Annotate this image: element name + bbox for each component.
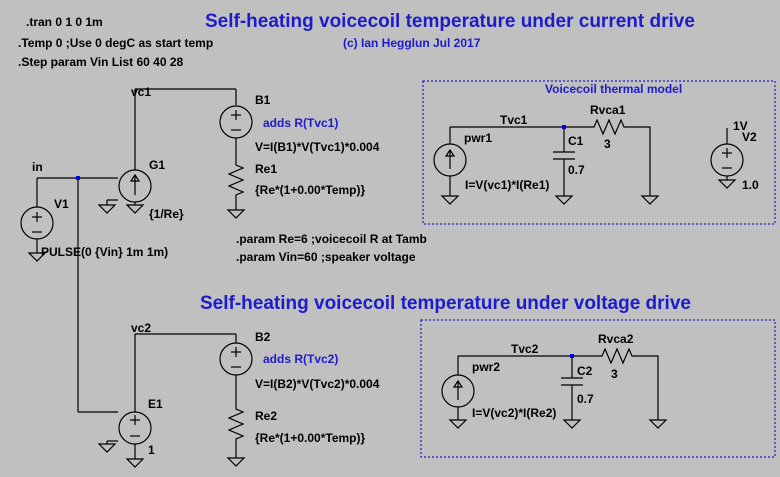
B1-note: adds R(Tvc1) — [263, 116, 339, 130]
thermal-model-box-1 — [422, 80, 776, 225]
C2-value[interactable]: 0.7 — [577, 392, 594, 406]
V1-name[interactable]: V1 — [54, 197, 69, 211]
Rvca2-symbol — [598, 347, 659, 420]
C1-symbol — [553, 127, 575, 205]
pwr1-symbol — [433, 127, 467, 205]
Re1-value[interactable]: {Re*(1+0.00*Temp)} — [255, 183, 366, 197]
net-label-vc1[interactable]: vc1 — [131, 85, 152, 99]
pwr2-value[interactable]: I=V(vc2)*I(Re2) — [472, 406, 557, 420]
directive-tran[interactable]: .tran 0 1 0 1m — [26, 15, 103, 29]
pwr1-value[interactable]: I=V(vc1)*I(Re1) — [465, 178, 550, 192]
G1-value[interactable]: {1/Re} — [149, 207, 184, 221]
B1-value[interactable]: V=I(B1)*V(Tvc1)*0.004 — [255, 140, 380, 154]
B2-value[interactable]: V=I(B2)*V(Tvc2)*0.004 — [255, 377, 380, 391]
directive-param-re[interactable]: .param Re=6 ;voicecoil R at Tamb — [236, 232, 427, 246]
title-voltage-drive: Self-heating voicecoil temperature under… — [200, 293, 691, 314]
pwr1-name[interactable]: pwr1 — [464, 131, 493, 145]
V1-symbol — [20, 178, 54, 262]
V2-value[interactable]: 1.0 — [742, 178, 759, 192]
Re2-value[interactable]: {Re*(1+0.00*Temp)} — [255, 431, 366, 445]
net-label-tvc2[interactable]: Tvc2 — [511, 342, 539, 356]
pwr2-name[interactable]: pwr2 — [472, 360, 501, 374]
Rvca1-value[interactable]: 3 — [604, 137, 611, 151]
directive-param-vin[interactable]: .param Vin=60 ;speaker voltage — [236, 250, 416, 264]
title-current-drive: Self-heating voicecoil temperature under… — [205, 11, 695, 32]
Rvca2-name[interactable]: Rvca2 — [598, 332, 634, 346]
thermal-model-title: Voicecoil thermal model — [545, 82, 683, 96]
C2-symbol — [561, 356, 583, 429]
G1-symbol — [97, 89, 152, 214]
E1-symbol — [78, 334, 152, 468]
B1-symbol — [219, 105, 253, 160]
pwr2-symbol — [441, 356, 475, 429]
Re1-symbol — [227, 160, 245, 210]
Rvca2-value[interactable]: 3 — [611, 367, 618, 381]
credit-text: (c) Ian Hegglun Jul 2017 — [343, 36, 481, 50]
E1-name[interactable]: E1 — [148, 397, 163, 411]
Re2-symbol — [227, 404, 245, 458]
V2-name[interactable]: V2 — [742, 130, 757, 144]
Rvca1-symbol — [590, 118, 651, 196]
G1-name[interactable]: G1 — [149, 158, 166, 172]
Rvca1-name[interactable]: Rvca1 — [590, 103, 626, 117]
Re1-name[interactable]: Re1 — [255, 162, 278, 176]
V2-symbol — [710, 128, 744, 189]
B1-name[interactable]: B1 — [255, 93, 271, 107]
E1-value[interactable]: 1 — [148, 443, 155, 457]
directive-step[interactable]: .Step param Vin List 60 40 28 — [18, 55, 184, 69]
thermal-model-box-2 — [420, 319, 776, 458]
C1-value[interactable]: 0.7 — [568, 163, 585, 177]
Re2-name[interactable]: Re2 — [255, 409, 278, 423]
directive-temp[interactable]: .Temp 0 ;Use 0 degC as start temp — [18, 36, 214, 50]
net-label-vc2[interactable]: vc2 — [131, 321, 152, 335]
V1-value[interactable]: PULSE(0 {Vin} 1m 1m) — [41, 245, 169, 259]
B2-name[interactable]: B2 — [255, 330, 271, 344]
B2-note: adds R(Tvc2) — [263, 352, 339, 366]
net-label-1v[interactable]: 1V — [733, 119, 748, 133]
C2-name[interactable]: C2 — [577, 364, 593, 378]
C1-name[interactable]: C1 — [568, 134, 584, 148]
net-label-tvc1[interactable]: Tvc1 — [500, 113, 528, 127]
net-label-in[interactable]: in — [32, 160, 43, 174]
B2-symbol — [219, 342, 253, 404]
